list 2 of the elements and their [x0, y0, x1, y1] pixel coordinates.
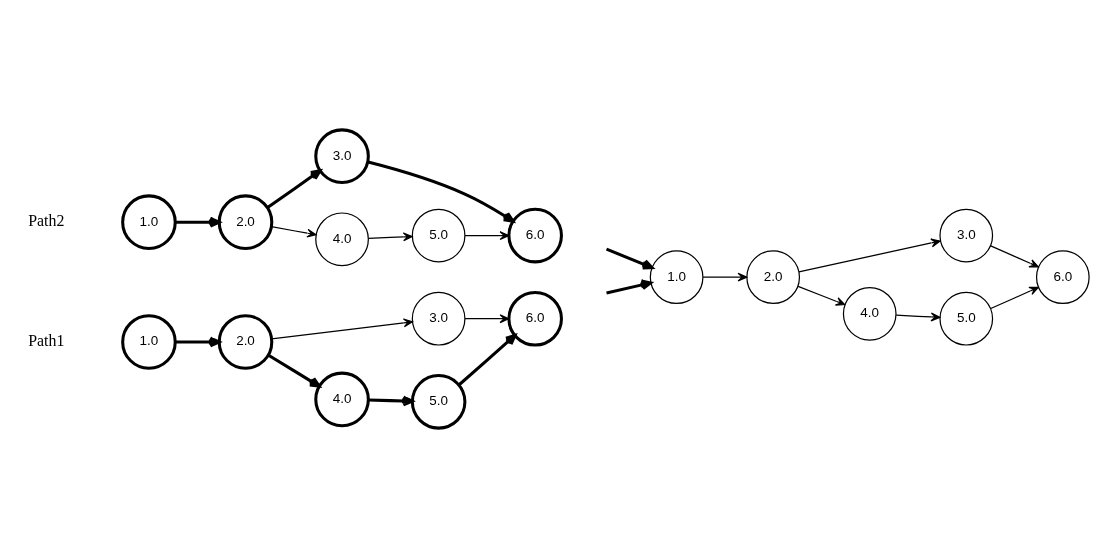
label: Path2 [28, 211, 65, 229]
label: Path1 [28, 331, 65, 349]
